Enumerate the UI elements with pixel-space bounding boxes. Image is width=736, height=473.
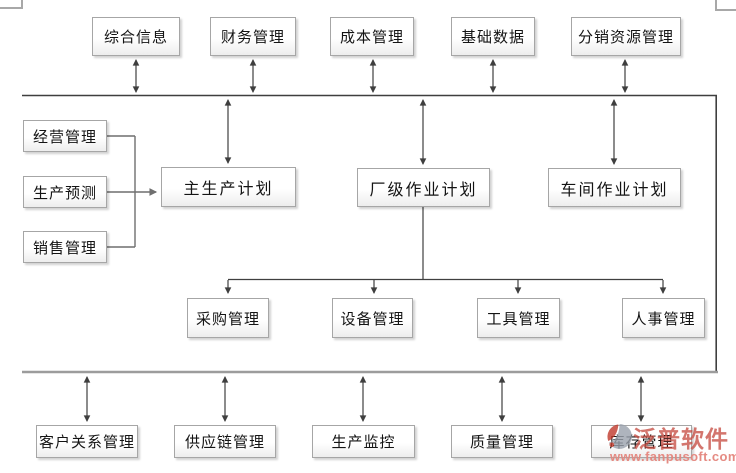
node-inventory-management: 库存管理 — [591, 425, 692, 458]
node-procurement-management: 采购管理 — [187, 298, 269, 338]
node-comprehensive-information: 综合信息 — [92, 17, 180, 56]
node-master-production-plan: 主生产计划 — [161, 167, 296, 207]
node-customer-relationship-management: 客户关系管理 — [36, 425, 138, 458]
node-business-management: 经营管理 — [23, 120, 107, 152]
node-basic-data: 基础数据 — [451, 17, 535, 56]
node-factory-level-operation-plan: 厂级作业计划 — [357, 168, 490, 207]
node-equipment-management: 设备管理 — [332, 298, 413, 338]
node-cost-management: 成本管理 — [330, 17, 414, 56]
node-production-forecast: 生产预测 — [23, 176, 107, 208]
node-workshop-operation-plan: 车间作业计划 — [548, 168, 681, 207]
node-finance-management: 财务管理 — [210, 17, 296, 56]
node-distribution-resource-management: 分销资源管理 — [571, 17, 681, 56]
node-sales-management: 销售管理 — [23, 231, 107, 263]
bottom-row-arrows — [83, 376, 645, 422]
top-row-arrows — [132, 59, 629, 93]
corner-fragment-top-left — [0, 0, 23, 9]
left-group-connector — [107, 135, 158, 248]
node-tool-management: 工具管理 — [477, 298, 560, 338]
node-quality-management: 质量管理 — [451, 425, 553, 458]
resource-distribution-lines — [224, 207, 667, 294]
node-production-monitoring: 生产监控 — [312, 425, 415, 458]
node-hr-management: 人事管理 — [622, 298, 705, 338]
corner-fragment-top-right — [715, 0, 736, 11]
node-supply-chain-management: 供应链管理 — [174, 425, 276, 458]
plan-row-arrows — [224, 99, 618, 165]
